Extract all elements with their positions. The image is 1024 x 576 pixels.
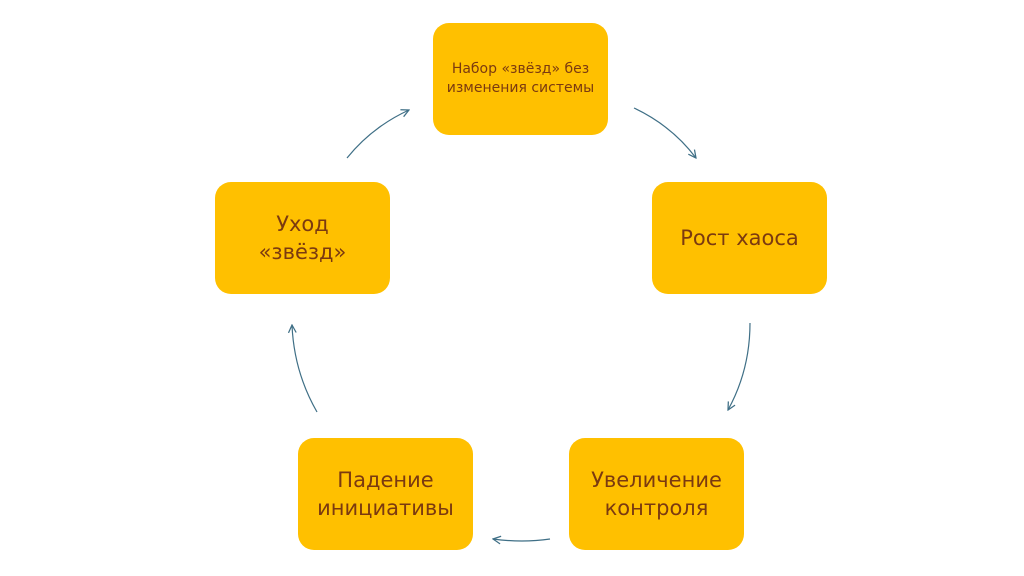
node-initiative: Падение инициативы	[298, 438, 473, 550]
arrow-initiative-to-leave	[292, 325, 318, 413]
node-label: Набор «звёзд» без изменения системы	[446, 61, 595, 96]
node-label: Рост хаоса	[680, 226, 799, 250]
arrow-chaos-to-control	[728, 322, 751, 410]
arrow-recruit-to-chaos	[633, 107, 696, 158]
node-recruit: Набор «звёзд» без изменения системы	[433, 23, 608, 135]
node-label: Падение инициативы	[317, 468, 454, 520]
node-control: Увеличение контроля	[569, 438, 744, 550]
node-chaos: Рост хаоса	[652, 182, 827, 294]
arrow-leave-to-recruit	[346, 110, 409, 159]
node-label: Уход «звёзд»	[258, 212, 347, 264]
node-label: Увеличение контроля	[591, 468, 722, 520]
node-leave: Уход «звёзд»	[215, 182, 390, 294]
arrow-control-to-initiative	[493, 539, 551, 541]
